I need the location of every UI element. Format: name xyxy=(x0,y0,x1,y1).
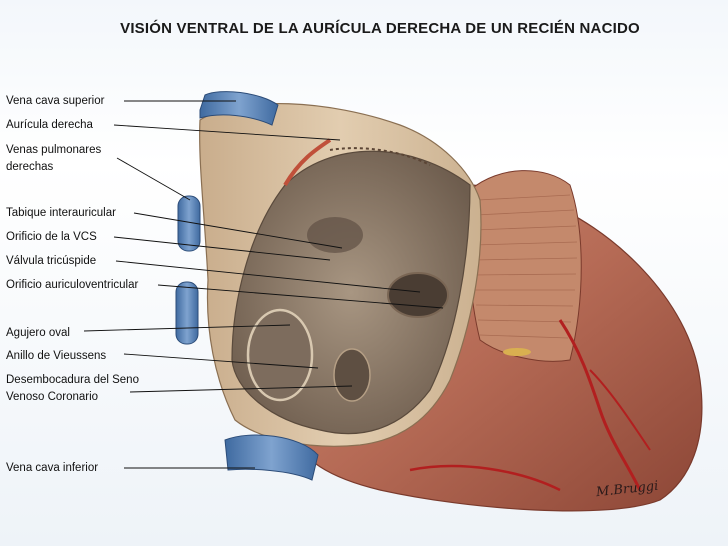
label-vena-cava-inferior: Vena cava inferior xyxy=(6,462,99,474)
label-agujero-oval: Agujero oval xyxy=(6,327,70,339)
inferior-vena-cava xyxy=(224,434,319,481)
pulmonary-vein-lower xyxy=(175,281,199,345)
label-seno-coronario: Desembocadura del Seno Venoso Coronario xyxy=(6,374,139,403)
auricle-appendage xyxy=(467,170,582,362)
fossa-ovalis-shape xyxy=(246,308,314,402)
label-valvula-tricuspide: Válvula tricúspide xyxy=(6,255,97,267)
label-tabique-interauricular: Tabique interauricular xyxy=(6,207,116,219)
label-anillo-vieussens: Anillo de Vieussens xyxy=(6,350,107,362)
label-orificio-auriculoventricular: Orificio auriculoventricular xyxy=(6,279,139,291)
tricuspid-orifice-shape xyxy=(387,272,449,318)
coronary-sinus-shape xyxy=(333,348,371,402)
pulmonary-vein-upper xyxy=(177,195,201,252)
fat-deposit xyxy=(503,348,531,356)
label-vena-cava-superior: Vena cava superior xyxy=(6,95,105,107)
superior-vena-cava xyxy=(199,91,279,126)
label-venas-pulmonares: Venas pulmonares derechas xyxy=(6,144,102,173)
leader-lines xyxy=(83,100,444,469)
cut-edge xyxy=(283,138,332,187)
label-auricula-derecha: Aurícula derecha xyxy=(6,119,93,131)
orificio-vcs-shape xyxy=(307,217,363,253)
pectinate-muscles xyxy=(329,147,431,166)
diagram-title: VISIÓN VENTRAL DE LA AURÍCULA DERECHA DE… xyxy=(120,20,640,37)
label-orificio-vcs: Orificio de la VCS xyxy=(6,231,97,243)
coronary-artery xyxy=(558,319,642,491)
auricle-stripes xyxy=(473,194,578,339)
